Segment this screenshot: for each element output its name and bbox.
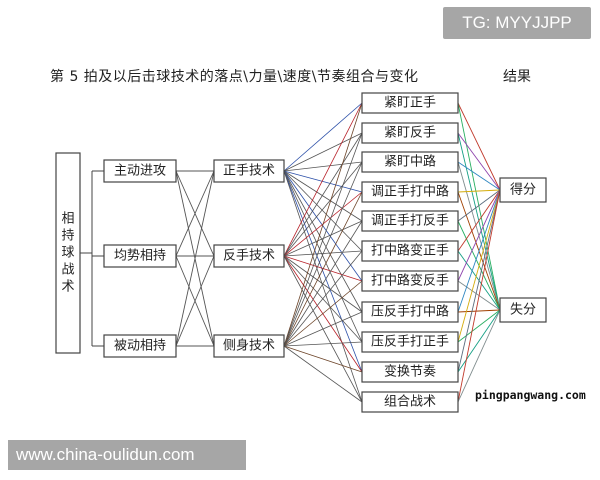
stance-technique-link	[175, 255, 215, 347]
technique-tactic-link	[283, 311, 363, 347]
tactic-score-link	[457, 189, 501, 373]
tactic-box-label: 压反手打正手	[371, 335, 449, 350]
stance-technique-link	[175, 170, 215, 347]
tactic-score-link	[457, 161, 501, 191]
technique-tactic-link	[283, 220, 363, 347]
technique-tactic-link	[283, 161, 363, 172]
technique-box: 反手技术	[213, 244, 285, 268]
technique-tactic-link	[283, 132, 363, 347]
result-box-label: 得分	[510, 182, 536, 198]
site-watermark: pingpangwang.com	[475, 388, 586, 402]
tactic-box: 调正手打反手	[361, 210, 459, 232]
tactic-box-label: 打中路变正手	[371, 243, 449, 259]
tactic-lose-link	[457, 309, 501, 343]
stance-box: 主动进攻	[103, 159, 177, 183]
tactic-box: 紧盯正手	[361, 92, 459, 114]
tactic-box-label: 紧盯中路	[384, 154, 436, 170]
technique-tactic-link	[283, 170, 363, 193]
tactic-box-label: 压反手打中路	[371, 304, 449, 320]
tactic-box: 压反手打正手	[361, 331, 459, 353]
root-node-box-char: 持	[61, 229, 74, 244]
tactic-lose-link	[457, 309, 501, 403]
connector-lines	[80, 102, 501, 403]
technique-tactic-link	[283, 170, 363, 282]
tactic-score-link	[457, 189, 501, 343]
tactic-box-label: 紧盯反手	[384, 126, 436, 141]
watermark-bottom: www.china-oulidun.com	[8, 440, 246, 470]
stance-box: 均势相持	[103, 244, 177, 268]
tactic-score-link	[457, 189, 501, 282]
tactic-score-link	[457, 189, 501, 313]
technique-tactic-link	[283, 191, 363, 347]
tactic-score-link	[457, 132, 501, 191]
technique-box: 正手技术	[213, 159, 285, 183]
technique-box-label: 侧身技术	[223, 338, 275, 354]
tactic-lose-link	[457, 309, 501, 313]
tactic-box-label: 组合战术	[384, 395, 436, 410]
technique-tactic-link	[283, 132, 363, 257]
tactic-lose-link	[457, 132, 501, 311]
tactic-box-label: 打中路变反手	[371, 273, 449, 289]
result-box: 得分	[499, 177, 547, 203]
tactic-score-link	[457, 189, 501, 193]
root-node-box-char: 相	[61, 212, 74, 227]
watermark-top: TG: MYYJJPP	[443, 7, 591, 39]
root-node-box-char: 战	[61, 263, 74, 278]
technique-box-label: 正手技术	[223, 164, 275, 179]
tactic-box: 紧盯中路	[361, 151, 459, 173]
technique-box: 侧身技术	[213, 334, 285, 358]
tactic-box: 压反手打中路	[361, 301, 459, 323]
technique-tactic-link	[283, 102, 363, 257]
stance-box-label: 主动进攻	[114, 164, 166, 179]
result-box: 失分	[499, 297, 547, 323]
root-node-box-char: 术	[61, 280, 74, 295]
technique-tactic-link	[283, 161, 363, 347]
tactic-lose-link	[457, 309, 501, 373]
tactic-score-link	[457, 189, 501, 222]
tactic-score-link	[457, 189, 501, 403]
tactic-box: 紧盯反手	[361, 122, 459, 144]
tactic-box: 打中路变正手	[361, 240, 459, 262]
technique-tactic-link	[283, 170, 363, 343]
technique-tactic-link	[283, 170, 363, 373]
technique-tactic-link	[283, 170, 363, 313]
tactic-box: 变换节奏	[361, 361, 459, 383]
technique-tactic-link	[283, 341, 363, 347]
diagram-heading: 第 5 拍及以后击球技术的落点\力量\速度\节奏组合与变化	[50, 69, 419, 85]
stance-technique-link	[175, 170, 215, 257]
technique-tactic-link	[283, 132, 363, 172]
tactic-box: 调正手打中路	[361, 181, 459, 203]
technique-tactic-link	[283, 170, 363, 252]
technique-tactic-link	[283, 345, 363, 403]
technique-box-label: 反手技术	[223, 249, 275, 264]
tactic-box-label: 紧盯正手	[384, 96, 436, 111]
technique-tactic-link	[283, 161, 363, 257]
tactic-box-label: 调正手打中路	[371, 184, 449, 200]
tactic-box: 组合战术	[361, 391, 459, 413]
technique-tactic-link	[283, 280, 363, 347]
technique-tactic-link	[283, 170, 363, 222]
stance-box-label: 被动相持	[114, 339, 166, 354]
stance-box: 被动相持	[103, 334, 177, 358]
technique-tactic-link	[283, 102, 363, 347]
result-box-label: 失分	[510, 303, 536, 318]
technique-tactic-link	[283, 102, 363, 172]
tactic-score-link	[457, 102, 501, 191]
technique-tactic-link	[283, 170, 363, 403]
stance-box-label: 均势相持	[114, 248, 166, 264]
technique-tactic-link	[283, 250, 363, 347]
tactic-score-link	[457, 189, 501, 252]
technique-tactic-link	[283, 345, 363, 373]
tactic-box: 打中路变反手	[361, 270, 459, 292]
root-node-box-char: 球	[61, 246, 74, 261]
tactic-box-label: 变换节奏	[384, 364, 436, 380]
tactic-box-label: 调正手打反手	[371, 214, 449, 229]
result-column-label: 结果	[503, 69, 531, 85]
tactic-lose-link	[457, 102, 501, 311]
